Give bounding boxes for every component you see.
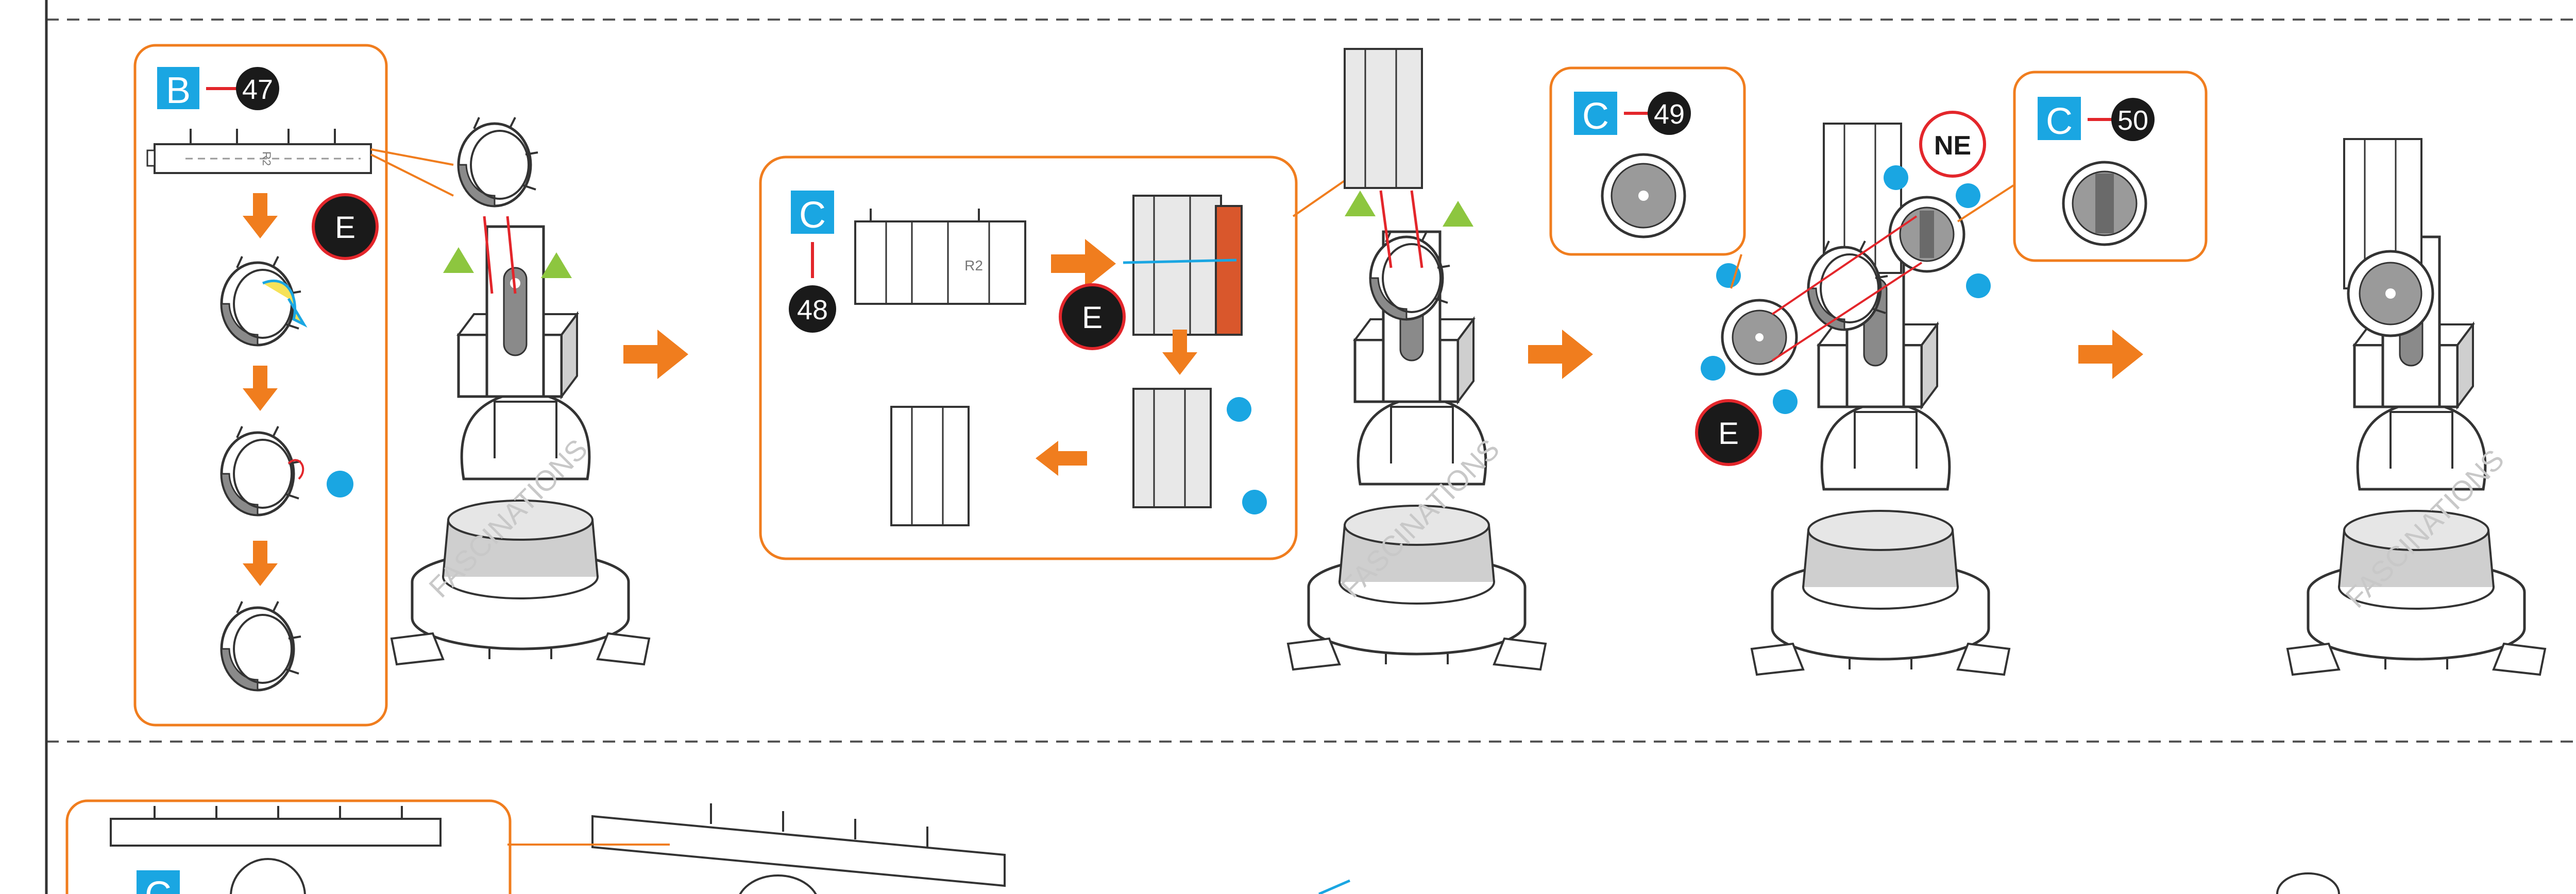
next-row-letter: C <box>145 874 172 894</box>
blue-dot-icon <box>1884 165 1908 190</box>
robot-arm-illustration-2: FASCINATIONS <box>1288 48 1546 669</box>
step-47-panel: B 47 R2 E <box>133 44 454 727</box>
blue-dot-icon <box>327 471 353 497</box>
arrow-right-icon <box>2078 330 2143 379</box>
blue-dot-icon <box>1701 356 1725 381</box>
step-48-letter: C <box>799 195 826 236</box>
arrow-down-icon <box>243 541 278 586</box>
ring-tabbed <box>222 426 353 515</box>
glue-badge-48: E <box>1082 300 1103 335</box>
disc-part-icon <box>2062 161 2147 246</box>
elbow-disc-right <box>1888 196 1965 273</box>
folded-sleeve: E <box>1059 195 1243 350</box>
sleeve-label: R2 <box>964 257 983 273</box>
blue-dot-icon <box>1773 389 1798 414</box>
step-50-letter: C <box>2046 101 2073 142</box>
green-triangle-icon <box>1345 191 1376 216</box>
ring-forming: E <box>222 193 379 345</box>
orientation-badge-text: NE <box>1934 131 1971 161</box>
green-triangle-icon <box>541 252 572 278</box>
step-50-panel: C 50 <box>2013 71 2208 262</box>
blue-dot-icon <box>1966 273 1991 298</box>
step-49-panel: C 49 <box>1549 66 1746 256</box>
step-47-number: 47 <box>242 74 273 105</box>
step-48-header: C 48 <box>789 191 836 333</box>
elbow-disc-left <box>1721 299 1798 376</box>
step-48-number: 48 <box>797 295 828 325</box>
arrow-down-icon <box>243 193 278 238</box>
arrow-down-icon <box>243 366 278 411</box>
blue-dot-icon <box>1227 397 1251 422</box>
sleeve-tabbed <box>1132 388 1267 514</box>
ring-finished <box>222 601 301 690</box>
robot-arm-illustration-4: FASCINATIONS <box>2287 138 2545 675</box>
next-row-strip <box>507 803 2340 894</box>
step-50-number: 50 <box>2117 105 2148 136</box>
arrow-left-icon <box>1036 441 1087 476</box>
green-triangle-icon <box>1443 201 1473 227</box>
arrow-right-icon <box>623 330 688 379</box>
robot-arm-illustration-1: FASCINATIONS <box>392 117 649 664</box>
arrow-right-icon <box>1051 239 1116 288</box>
unfolded-sleeve-part: R2 <box>854 209 1026 305</box>
blue-dot-icon <box>1242 490 1267 514</box>
robot-arm-illustration-3: NE E <box>1695 111 2014 675</box>
arrow-right-icon <box>1528 330 1593 379</box>
step-47-header: B 47 <box>157 67 279 111</box>
green-triangle-icon <box>443 247 474 273</box>
blue-dot-icon <box>1716 263 1741 288</box>
next-row-panel: C <box>65 799 512 894</box>
step-49-letter: C <box>1582 96 1609 137</box>
disc-part-icon <box>1601 153 1686 238</box>
sleeve-finished <box>890 406 970 526</box>
blue-dot-icon <box>1956 183 1980 208</box>
glue-badge-47: E <box>335 210 355 245</box>
strip-label: R2 <box>260 151 273 166</box>
flat-strip-part: R2 <box>146 129 372 174</box>
svg-text:E: E <box>1718 416 1739 451</box>
orientation-badge: NE <box>1919 111 1986 178</box>
step-47-letter: B <box>166 70 191 111</box>
step-49-number: 49 <box>1654 99 1685 130</box>
glue-badge-assembly: E <box>1695 399 1762 466</box>
arrow-down-icon <box>1162 330 1197 375</box>
step-48-panel: C 48 R2 E <box>759 156 1361 560</box>
